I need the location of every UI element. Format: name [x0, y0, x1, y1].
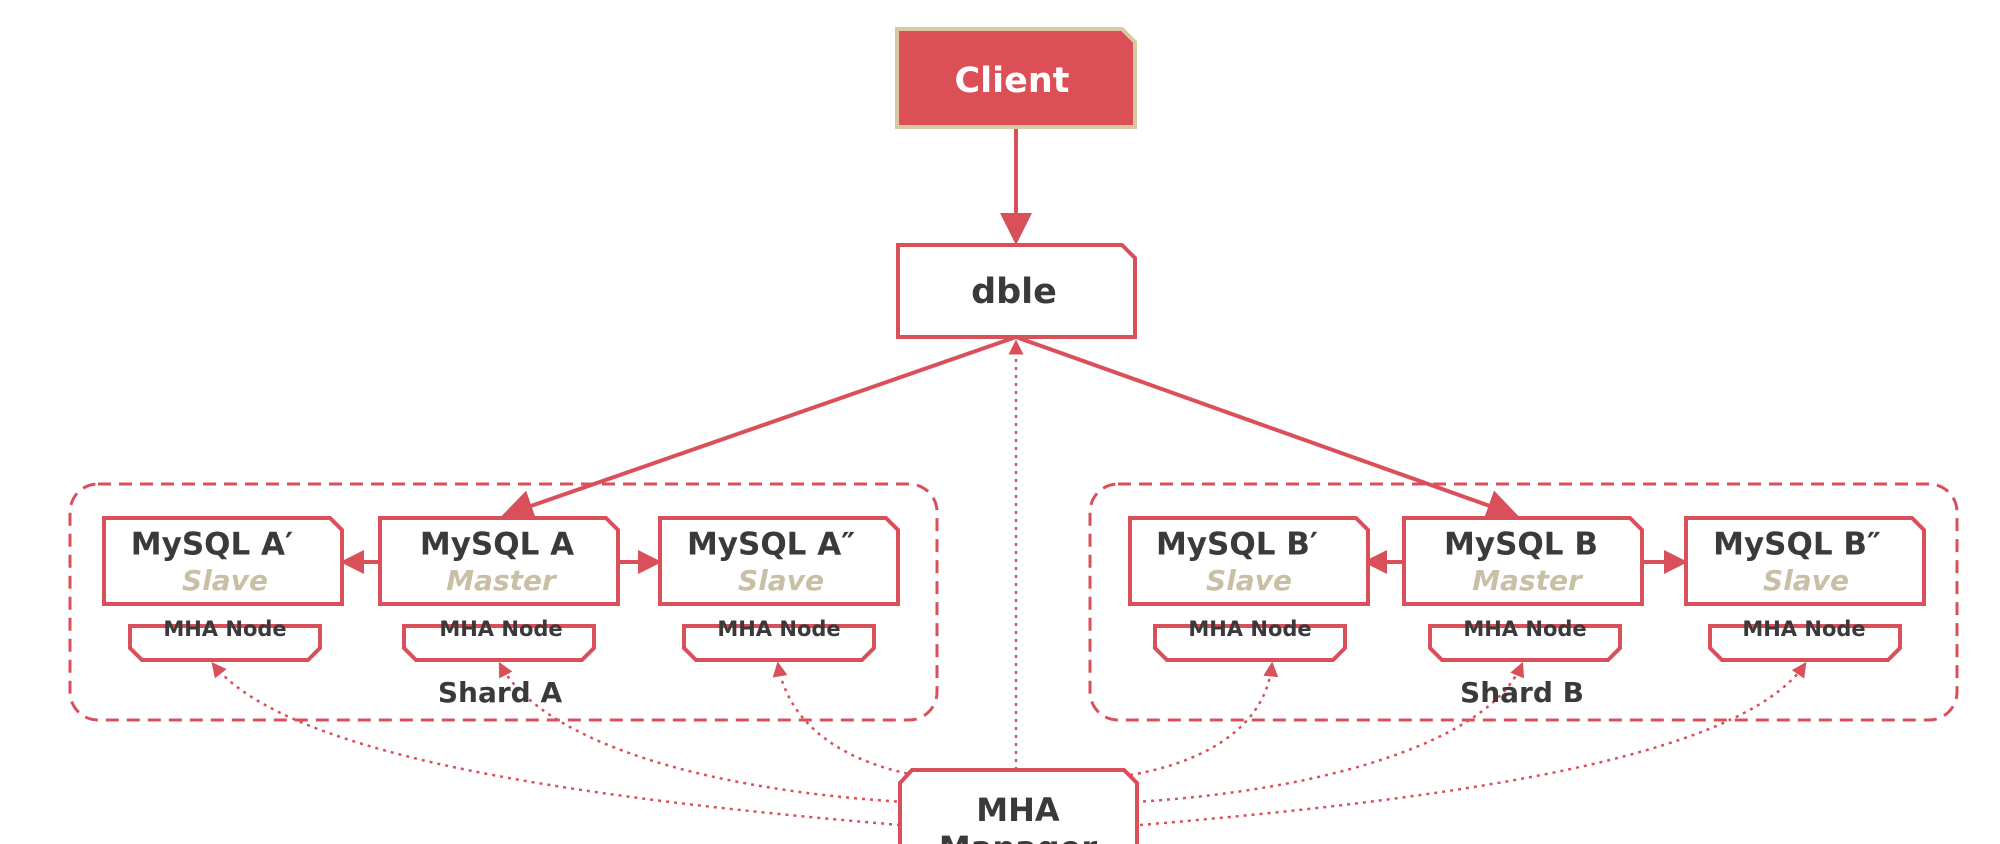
dble-label: dble — [971, 272, 1057, 312]
node-role: Slave — [1763, 564, 1849, 597]
manager-to-node-b3-dotted — [1139, 661, 1807, 827]
node-mysql-a-double-prime: MHA Node MySQL A″ Slave — [658, 516, 900, 662]
mha-node-label: MHA Node — [1463, 617, 1586, 641]
node-name: MySQL B″ — [1713, 527, 1881, 563]
node-role: Master — [446, 564, 558, 597]
manager-to-node-b1-dotted — [1129, 661, 1279, 777]
node-name: MySQL B — [1444, 527, 1598, 563]
client-label: Client — [954, 61, 1069, 101]
node-role: Slave — [182, 564, 268, 597]
mha-node-label: MHA Node — [163, 617, 286, 641]
shard-a-container — [68, 482, 939, 722]
mha-manager-label-line2: Manager — [939, 829, 1097, 844]
manager-to-node-a2-dotted — [498, 661, 906, 804]
mha-manager-label-line1: MHA — [976, 791, 1060, 829]
mha-node-label: MHA Node — [439, 617, 562, 641]
client-box — [895, 27, 1137, 129]
node-role: Master — [1472, 564, 1584, 597]
shard-b-label: Shard B — [1460, 676, 1584, 709]
mha-node-label: MHA Node — [1188, 617, 1311, 641]
shard-b-container — [1088, 482, 1959, 722]
mha-manager-box — [898, 768, 1139, 844]
node-mysql-b-prime: MHA Node MySQL B′ Slave — [1128, 516, 1370, 662]
mha-node-label: MHA Node — [717, 617, 840, 641]
dble-to-master-a-arrow — [501, 335, 1017, 521]
node-role: Slave — [1206, 564, 1292, 597]
manager-to-node-a1-dotted — [211, 662, 901, 827]
node-mysql-a-prime: MHA Node MySQL A′ Slave — [102, 516, 344, 662]
node-name: MySQL A′ — [131, 527, 293, 563]
shard-a-label: Shard A — [438, 676, 563, 709]
node-mysql-b: MHA Node MySQL B Master — [1402, 516, 1644, 662]
dble-to-master-b-arrow — [1015, 335, 1519, 521]
node-name: MySQL B′ — [1156, 527, 1318, 563]
mha-node-label: MHA Node — [1742, 617, 1865, 641]
node-name: MySQL A — [420, 527, 574, 563]
node-mysql-a: MHA Node MySQL A Master — [378, 516, 620, 662]
dble-box — [896, 243, 1137, 339]
node-role: Slave — [738, 564, 824, 597]
node-mysql-b-double-prime: MHA Node MySQL B″ Slave — [1684, 516, 1926, 662]
node-name: MySQL A″ — [687, 527, 855, 563]
